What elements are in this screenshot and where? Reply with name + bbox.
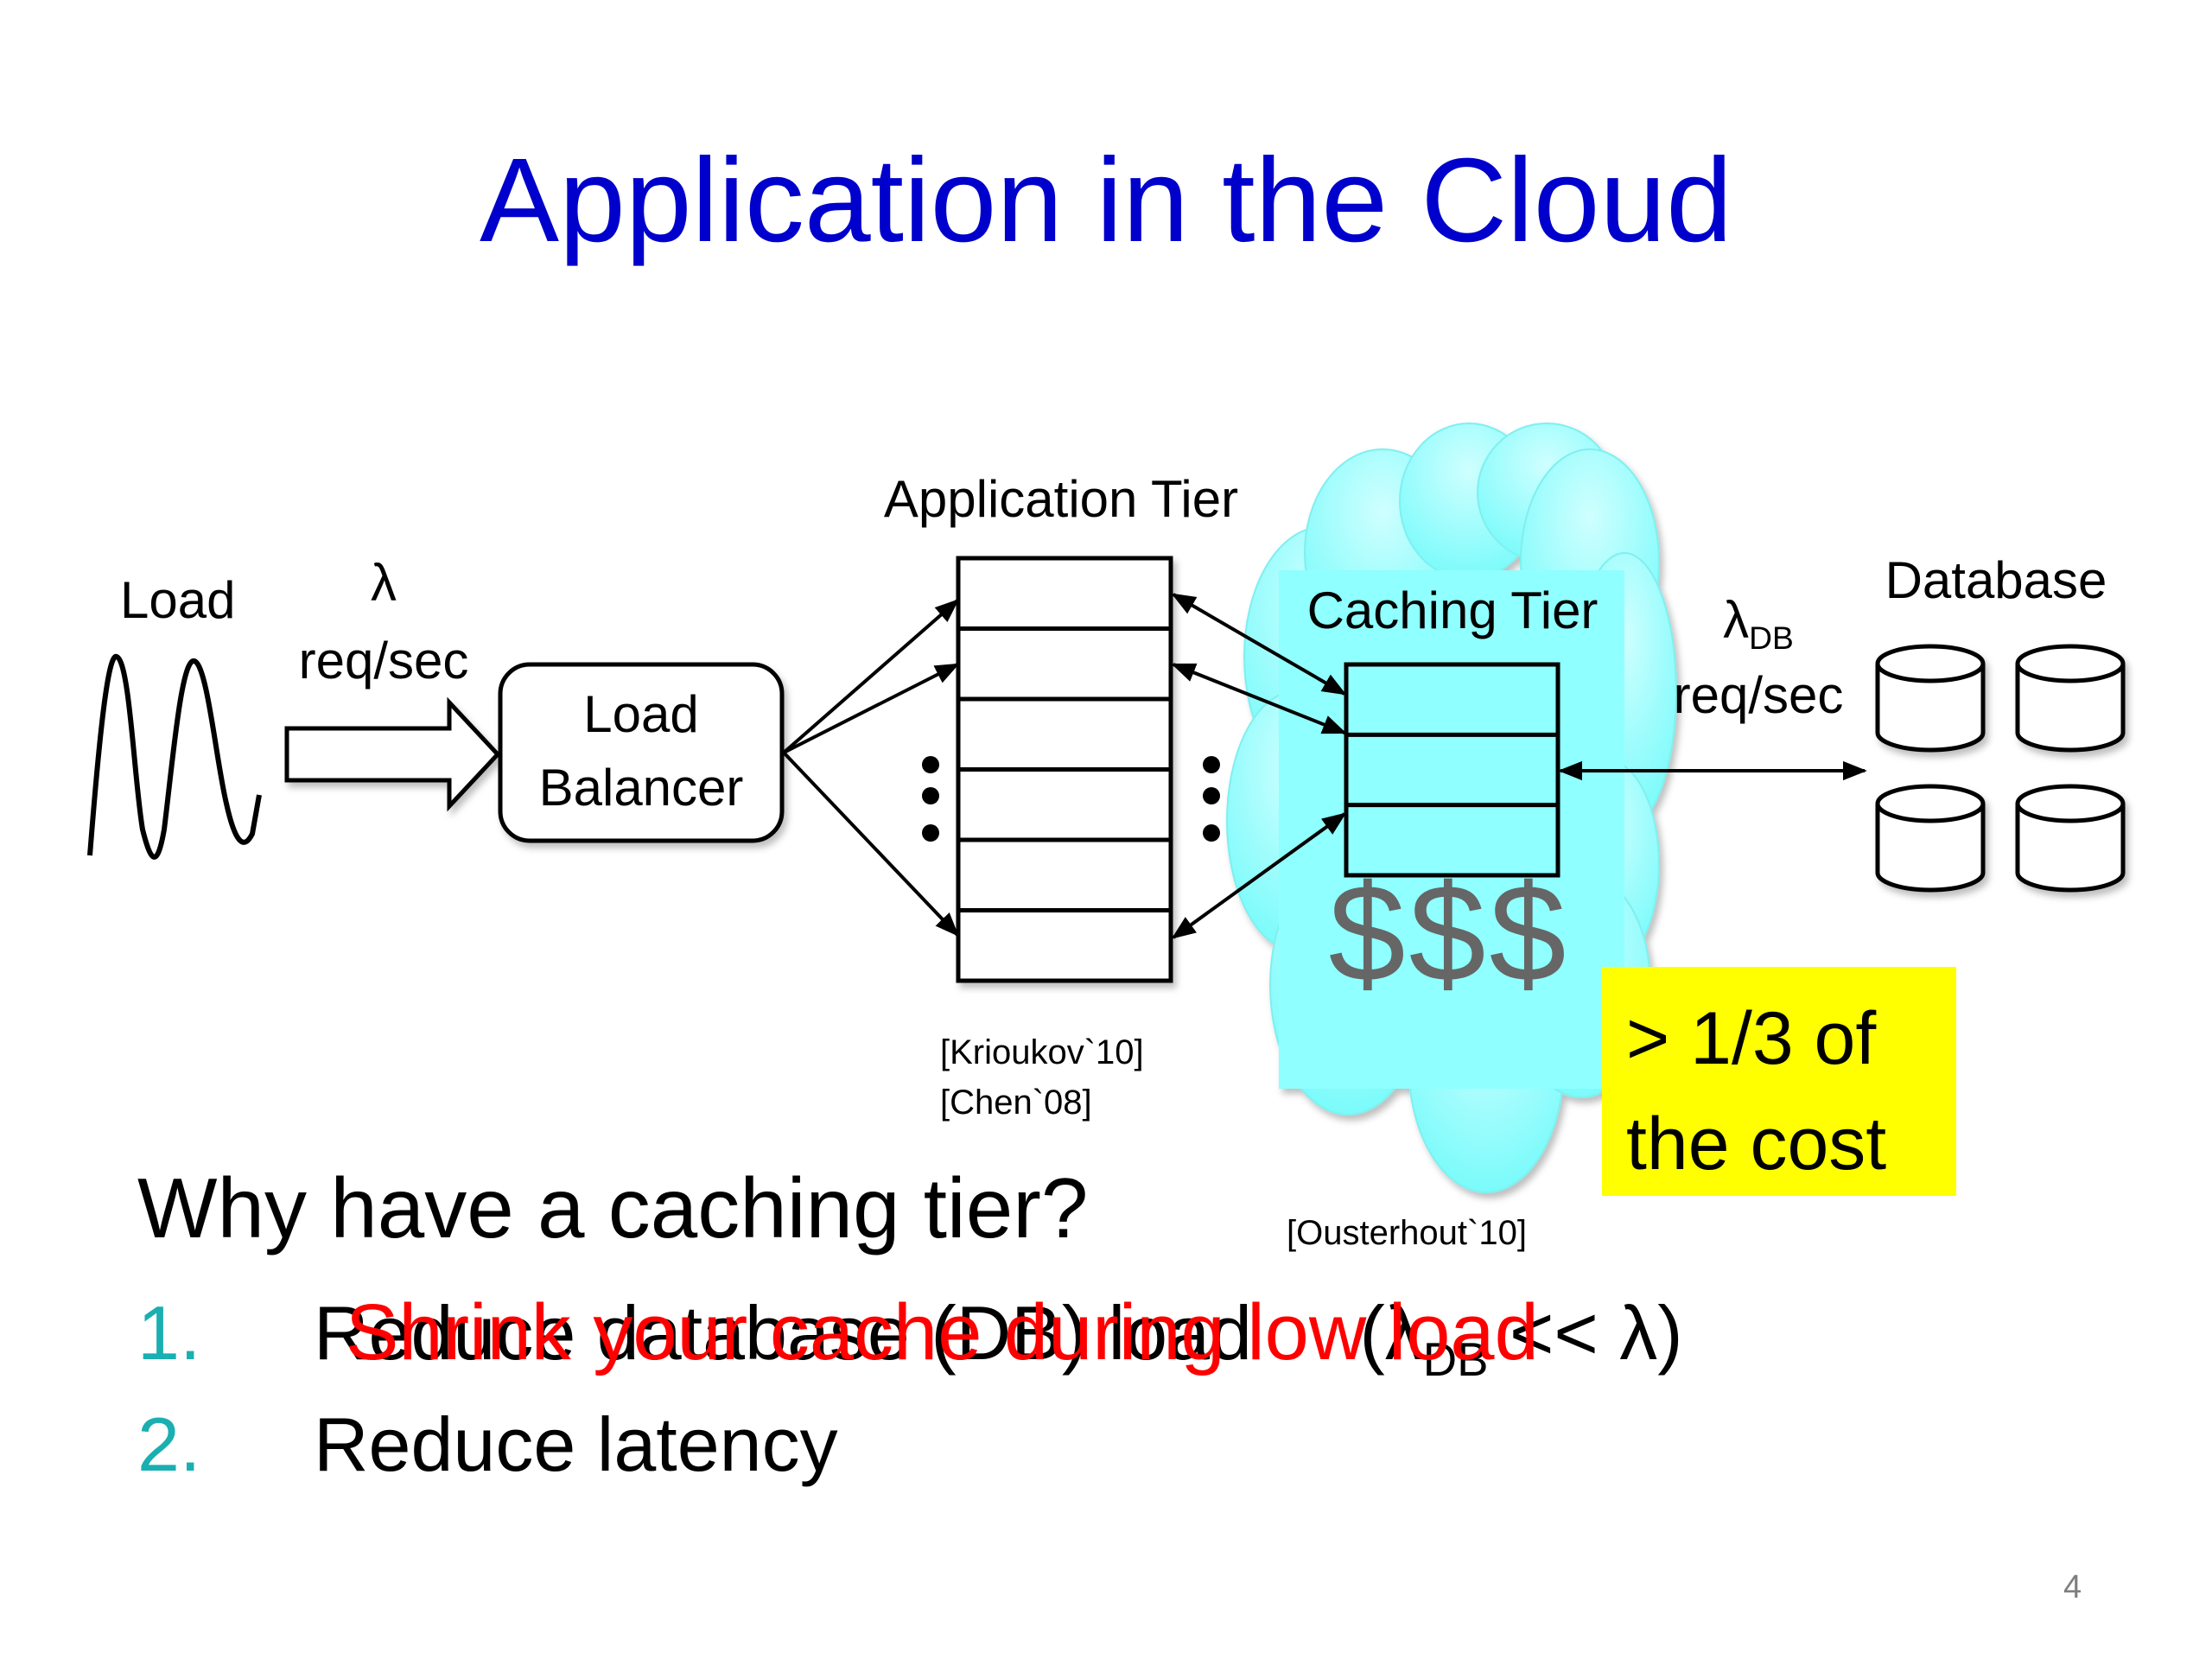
list-item-1: Reduce database (DB) load (λDB << λ): [314, 1290, 1683, 1383]
citation-chen: [Chen`08]: [940, 1084, 1092, 1122]
citation-ousterhout: [Ousterhout`10]: [1287, 1214, 1527, 1252]
load-balancer-box: [498, 662, 785, 843]
citation-krioukov: [Krioukov`10]: [940, 1033, 1144, 1071]
slide-title: Application in the Cloud: [480, 134, 1732, 267]
database-cylinder-icon: [1875, 644, 1986, 753]
list-number-2: 2.: [137, 1402, 201, 1487]
request-flow-arrow: [284, 696, 501, 812]
lb-to-app-arrows: [782, 599, 960, 938]
request-rate-label: req/sec: [298, 632, 469, 690]
math-close: << λ): [1488, 1290, 1683, 1376]
lambda-label: λ: [371, 554, 397, 612]
app-tier-label: Application Tier: [883, 470, 1239, 528]
db-rate-symbol: λ: [1723, 591, 1750, 649]
database-cylinder-icon: [2015, 644, 2126, 753]
list-number-1: 1.: [137, 1290, 201, 1376]
list-item-2: Reduce latency: [314, 1402, 838, 1487]
db-rate-lambda: λDB: [1723, 591, 1794, 654]
question-heading: Why have a caching tier?: [137, 1160, 1089, 1255]
app-ellipsis-right: [1203, 756, 1220, 842]
load-label: Load: [120, 571, 236, 629]
caching-tier-label: Caching Tier: [1306, 582, 1599, 639]
load-wave-icon: [87, 654, 262, 860]
db-rate-subscript: DB: [1749, 620, 1794, 657]
overlay-red-message: Shrink your cache during low load: [346, 1288, 1539, 1376]
db-rate-unit: req/sec: [1673, 666, 1844, 724]
cost-highlight-note: > 1/3 of the cost: [1602, 967, 1956, 1196]
app-cache-arrows: [1171, 593, 1347, 939]
math-subscript: DB: [1422, 1333, 1489, 1387]
database-label: Database: [1885, 551, 2107, 609]
math-open: (λ: [1359, 1290, 1423, 1376]
database-cylinder-icon: [2015, 784, 2126, 893]
list-item-1-math: (λDB << λ): [1359, 1290, 1683, 1383]
load-balancer-line1: Load: [583, 685, 699, 743]
cache-tier-box: [1344, 662, 1560, 878]
database-cylinder-icon: [1875, 784, 1986, 893]
slide-number: 4: [2063, 1569, 2082, 1605]
app-ellipsis-left: [922, 756, 939, 842]
cost-dollar-icon: $$$: [1328, 855, 1570, 1010]
list-item-1-text: Reduce database (DB) load: [314, 1290, 1252, 1376]
load-balancer-line2: Balancer: [538, 759, 744, 817]
